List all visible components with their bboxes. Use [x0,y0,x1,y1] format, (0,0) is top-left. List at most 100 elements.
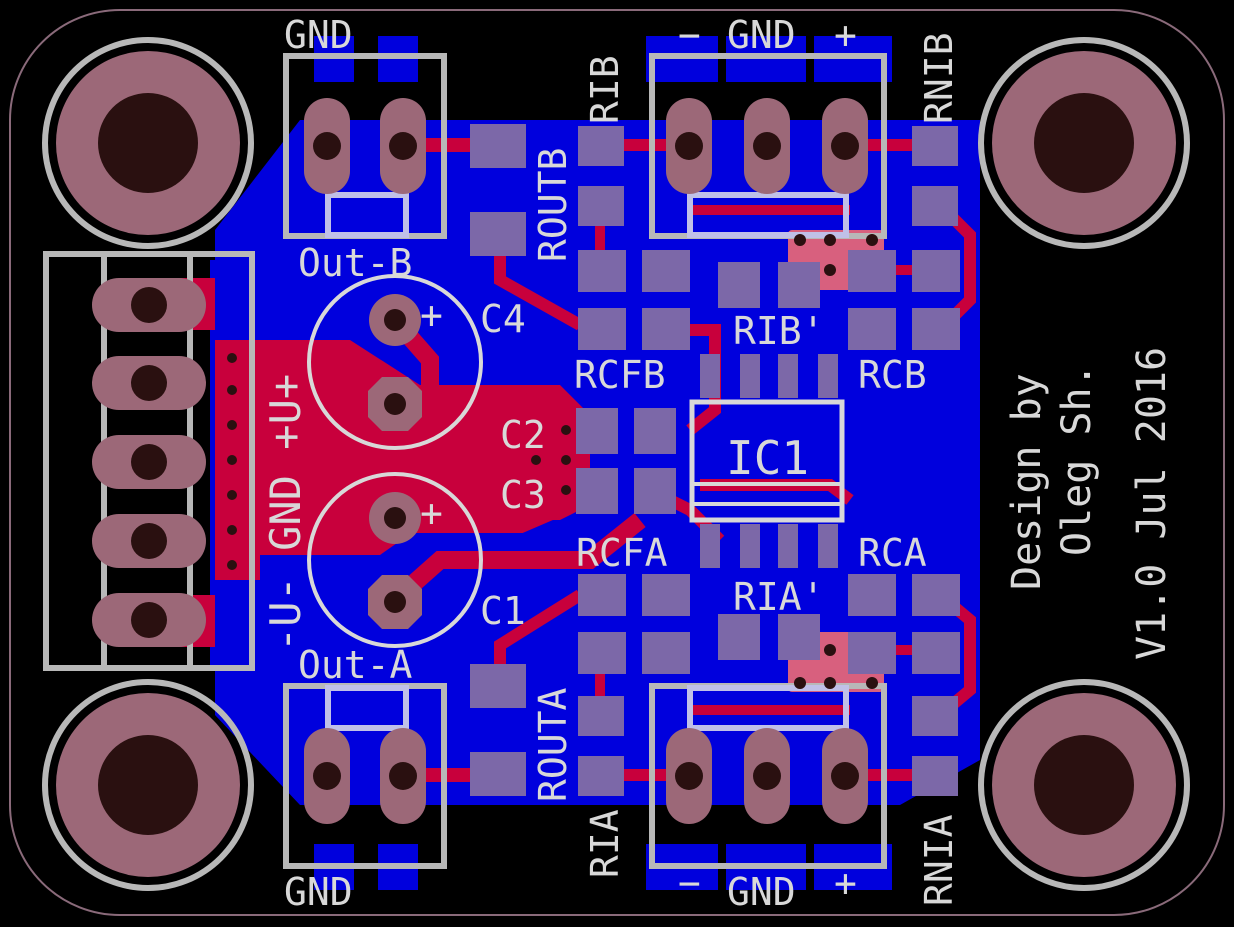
label-routa: ROUTA [531,687,575,802]
smd-pad [470,124,526,168]
mounting-hole-top-right [978,37,1190,249]
label-minus-top: − [678,13,701,57]
capacitor-c1 [307,472,483,648]
mounting-hole-bottom-right [978,679,1190,891]
label-plus-top: + [834,13,857,57]
via [227,385,237,395]
label-gnd-top-left: GND [284,13,353,57]
capacitor-c4 [307,274,483,450]
smd-pad [912,250,960,292]
smd-pad [576,408,618,454]
smd-pad [848,574,896,616]
label-design-by: Design by [1004,373,1050,590]
board-outline [9,9,1225,916]
label-author: Oleg Sh. [1054,363,1100,556]
via [227,353,237,363]
smd-pad [578,756,624,796]
mounting-hole-top-left [42,37,254,249]
label-rca: RCA [858,531,927,575]
smd-pad [718,262,760,308]
vias [531,234,878,689]
capacitor-trace [395,480,591,533]
connector-input-b [649,53,887,239]
ic-pin-pad [818,524,838,568]
smd-pad [642,250,690,292]
connector-input-a [649,683,887,869]
ic-pin-pad [740,524,760,568]
label-gnd-top-right: GND [727,13,796,57]
smd-pad [912,756,958,796]
ic-pin-pad [778,354,798,398]
smd-pad [470,664,526,708]
smd-pad [718,614,760,660]
mounting-holes [42,37,1190,891]
label-ria: RIA [583,809,627,878]
ic-pin-pad [700,354,720,398]
label-gnd-bottom-left: GND [284,870,353,914]
smd-pad [470,752,526,796]
smd-pad [470,212,526,256]
smd-pad [642,308,690,350]
capacitor-trace [395,392,585,442]
connector-pin-drill [131,287,167,323]
label-rcfb: RCFB [574,353,666,397]
via [227,455,237,465]
label-power-pins: -U- GND +U+ [261,374,310,652]
label-plus-bottom: + [834,861,857,905]
smd-pad [912,574,960,616]
smd-pad [912,696,958,736]
label-rcb: RCB [858,353,927,397]
capacitor-trace [389,512,646,607]
smd-pad [578,574,626,616]
power-connector [43,251,255,671]
connector-out-a [283,683,447,869]
smd-pad [778,614,820,660]
label-c1-plus: + [420,491,443,535]
label-rib-prime: RIB' [733,309,825,353]
label-gnd-bottom-right: GND [727,870,796,914]
label-routb: ROUTB [531,148,575,262]
smd-pad [578,632,626,674]
label-c4: C4 [480,297,526,341]
label-out-a: Out-A [298,643,413,687]
smd-pad [578,250,626,292]
via [227,420,237,430]
smd-pad [912,186,958,226]
connector-pin-drill [131,365,167,401]
via [227,525,237,535]
smd-pad [634,468,676,514]
via [227,560,237,570]
label-minus-bottom: − [678,861,701,905]
smd-pad [848,250,896,292]
silkscreen-text: GND GND − + GND GND − + Out-B Out-A C4 C… [284,13,927,914]
ic-pin-pad [700,524,720,568]
smd-pad [578,186,624,226]
smd-pad [912,126,958,166]
smd-pad [912,632,960,674]
smd-pad [912,308,960,350]
ic1-package [689,354,845,568]
smd-pad [576,468,618,514]
mounting-hole-bottom-left [42,679,254,891]
label-rib: RIB [583,55,627,124]
ic-pin-pad [778,524,798,568]
ic-pin-pad [740,354,760,398]
smd-pad [848,308,896,350]
label-c1: C1 [480,589,526,633]
label-rnib: RNIB [917,32,961,124]
label-rnia: RNIA [917,814,961,906]
smd-pad [642,574,690,616]
smd-pad [642,632,690,674]
label-rcfa: RCFA [576,531,668,575]
connector-out-b [283,53,447,239]
connector-pin-drill [131,523,167,559]
smd-pads [470,124,960,796]
via [227,490,237,500]
label-out-b: Out-B [298,241,412,285]
silkscreen-rotated-text: RIB RNIB ROUTB ROUTA RIA RNIA -U- GND +U… [261,32,1175,906]
smd-pad [578,126,624,166]
smd-pad [578,696,624,736]
connector-pin-drill [131,444,167,480]
smd-pad [634,408,676,454]
